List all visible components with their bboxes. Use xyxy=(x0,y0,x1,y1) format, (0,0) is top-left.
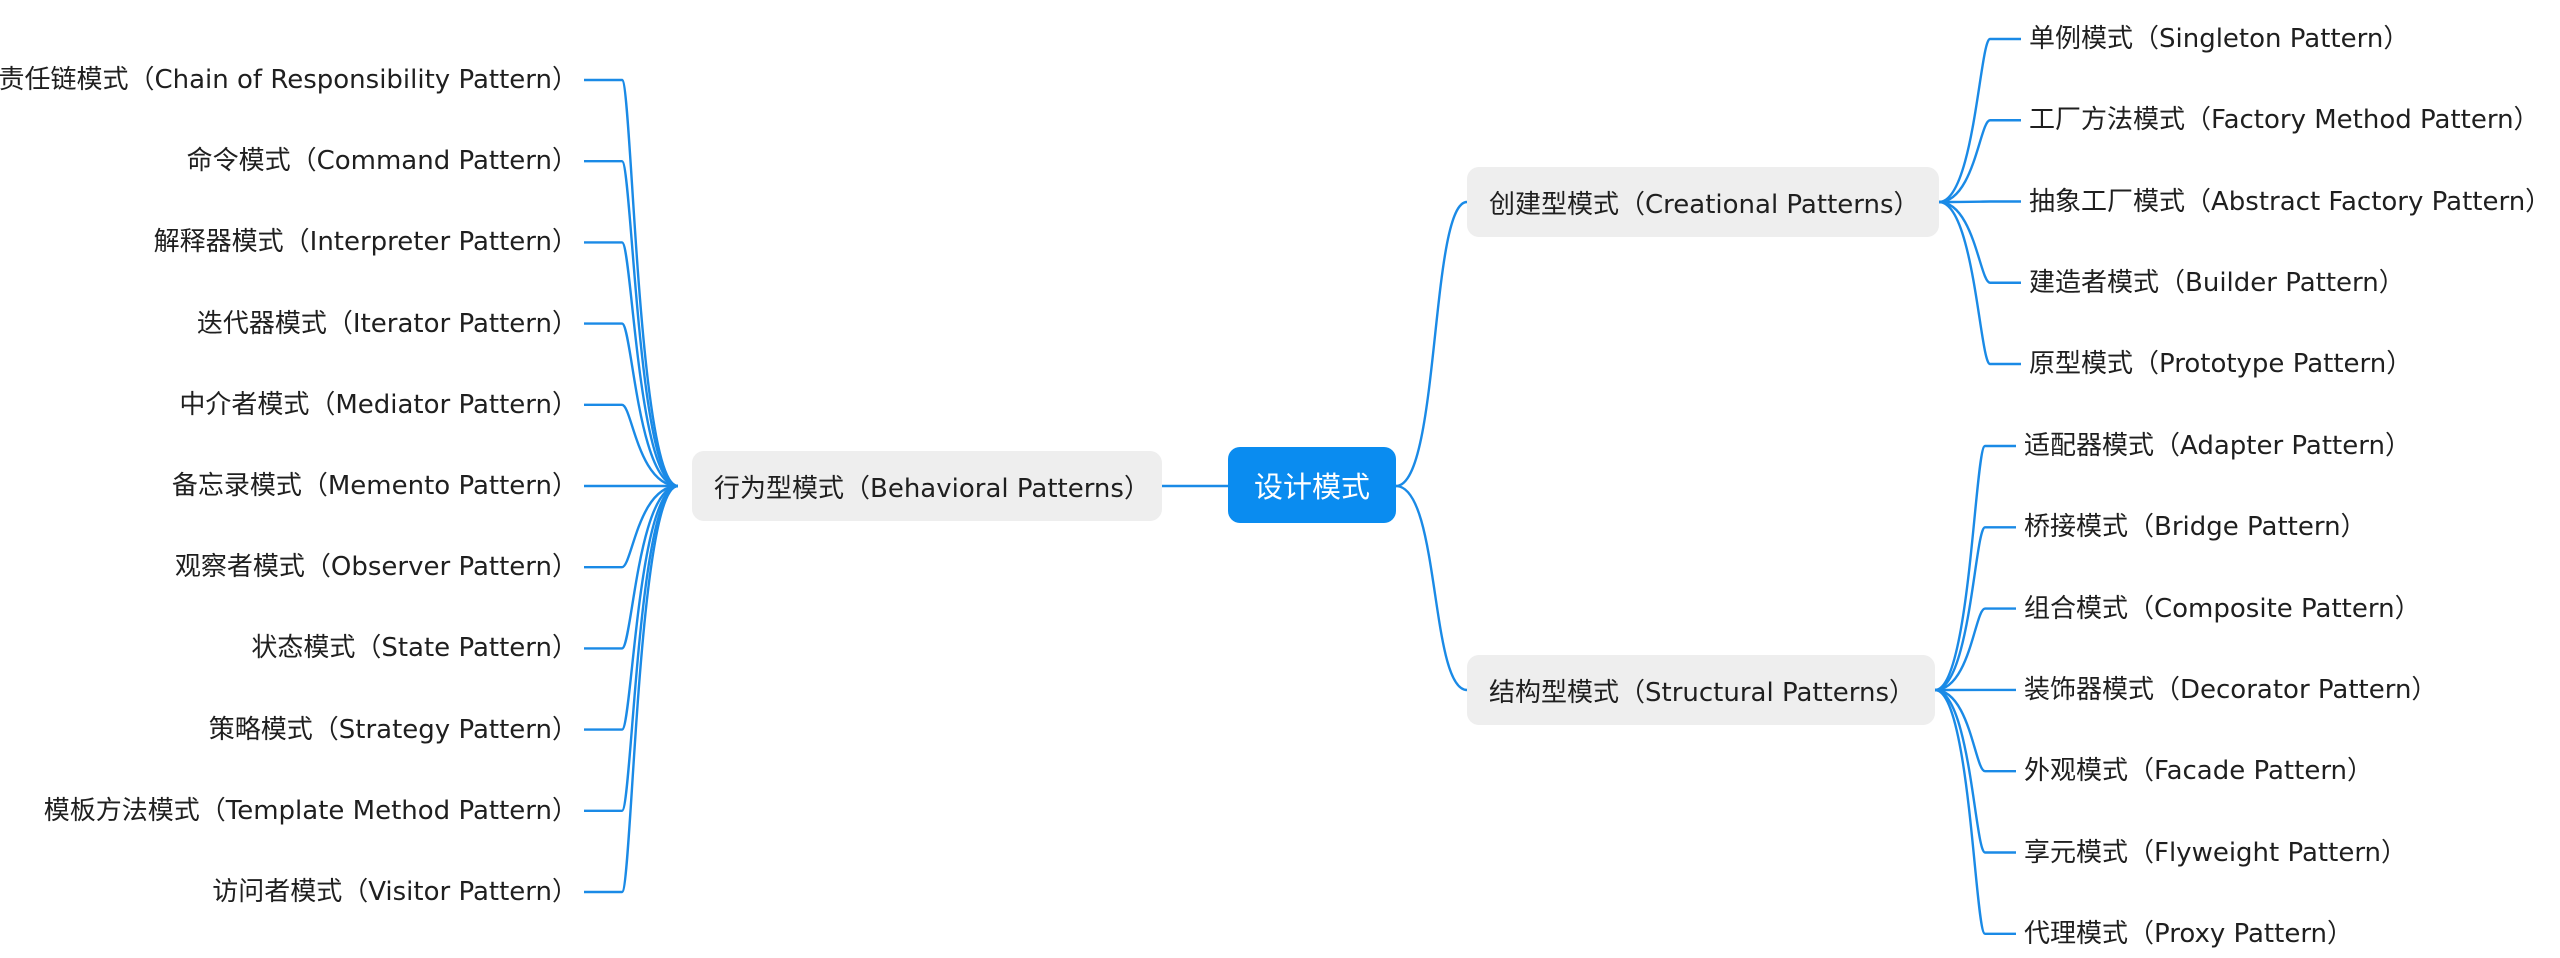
connector-behavioral-leaf xyxy=(584,241,679,488)
branch-behavioral-label: 行为型模式（Behavioral Patterns） xyxy=(714,473,1150,504)
behavioral-leaf[interactable]: 模板方法模式（Template Method Pattern） xyxy=(43,795,578,826)
connector-behavioral-leaf xyxy=(584,403,679,488)
creational-leaf[interactable]: 工厂方法模式（Factory Method Pattern） xyxy=(2029,105,2540,136)
root-label: 设计模式 xyxy=(1253,470,1370,504)
connector-behavioral-leaf xyxy=(584,78,679,488)
behavioral-leaf[interactable]: 访问者模式（Visitor Pattern） xyxy=(212,877,578,907)
branch-behavioral[interactable]: 行为型模式（Behavioral Patterns） xyxy=(692,451,1162,521)
creational-leaf[interactable]: 抽象工厂模式（Abstract Factory Pattern） xyxy=(2029,186,2552,217)
connector-creational-leaf xyxy=(1938,200,2021,204)
connector-root-creational xyxy=(1395,200,1468,488)
branch-structural[interactable]: 结构型模式（Structural Patterns） xyxy=(1467,655,1935,725)
connector-behavioral-leaf xyxy=(584,322,679,488)
connector-behavioral-leaf xyxy=(584,484,679,731)
connector-structural-leaf xyxy=(1934,688,2016,935)
behavioral-leaf[interactable]: 解释器模式（Interpreter Pattern） xyxy=(153,227,578,258)
behavioral-leaf[interactable]: 中介者模式（Mediator Pattern） xyxy=(179,389,578,420)
branch-creational-label: 创建型模式（Creational Patterns） xyxy=(1489,189,1920,220)
connector-behavioral-leaf xyxy=(584,484,679,569)
structural-leaf[interactable]: 桥接模式（Bridge Pattern） xyxy=(2024,512,2367,543)
behavioral-leaf[interactable]: 命令模式（Command Pattern） xyxy=(186,146,578,177)
connector-creational-leaf xyxy=(1938,200,2021,366)
connector-behavioral-leaf xyxy=(584,484,679,812)
connector-root-structural xyxy=(1395,484,1468,692)
behavioral-leaf[interactable]: 状态模式（State Pattern） xyxy=(251,633,578,664)
behavioral-leaf[interactable]: 迭代器模式（Iterator Pattern） xyxy=(196,308,578,339)
connector-creational-leaf xyxy=(1938,37,2021,204)
root-node[interactable]: 设计模式 xyxy=(1228,447,1396,523)
connector-structural-leaf xyxy=(1934,688,2016,773)
connector-behavioral-leaf xyxy=(584,484,679,894)
structural-leaf[interactable]: 装饰器模式（Decorator Pattern） xyxy=(2024,674,2438,705)
behavioral-leaf[interactable]: 备忘录模式（Memento Pattern） xyxy=(171,471,578,501)
creational-leaf[interactable]: 建造者模式（Builder Pattern） xyxy=(2029,267,2405,298)
creational-leaf[interactable]: 单例模式（Singleton Pattern） xyxy=(2029,24,2410,54)
connector-structural-leaf xyxy=(1934,688,2016,854)
behavioral-leaf[interactable]: 观察者模式（Observer Pattern） xyxy=(174,552,578,583)
connector-behavioral-leaf xyxy=(584,160,679,488)
structural-leaf[interactable]: 组合模式（Composite Pattern） xyxy=(2024,593,2421,624)
behavioral-leaf[interactable]: 责任链模式（Chain of Responsibility Pattern） xyxy=(0,65,578,95)
branch-structural-label: 结构型模式（Structural Patterns） xyxy=(1489,677,1916,708)
creational-leaf[interactable]: 原型模式（Prototype Pattern） xyxy=(2029,349,2413,379)
structural-leaf[interactable]: 代理模式（Proxy Pattern） xyxy=(2024,918,2354,949)
structural-leaf[interactable]: 适配器模式（Adapter Pattern） xyxy=(2024,431,2411,461)
connector-structural-leaf xyxy=(1934,444,2016,692)
connector-structural-leaf xyxy=(1934,526,2016,692)
connector-structural-leaf xyxy=(1934,607,2016,692)
structural-leaf[interactable]: 外观模式（Facade Pattern） xyxy=(2024,756,2374,787)
branch-creational[interactable]: 创建型模式（Creational Patterns） xyxy=(1467,167,1939,237)
behavioral-leaf[interactable]: 策略模式（Strategy Pattern） xyxy=(208,714,578,745)
connector-behavioral-leaf xyxy=(584,484,679,650)
structural-leaf[interactable]: 享元模式（Flyweight Pattern） xyxy=(2024,837,2408,868)
connector-creational-leaf xyxy=(1938,119,2021,204)
connector-creational-leaf xyxy=(1938,200,2021,284)
